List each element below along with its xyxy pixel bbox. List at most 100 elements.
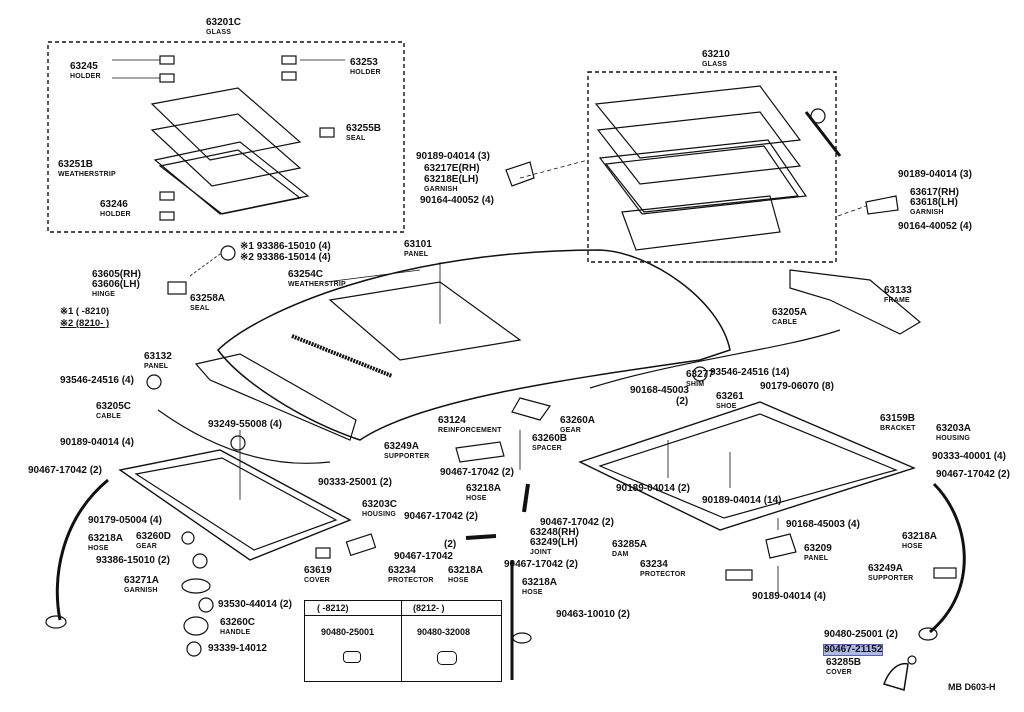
glass-210-box xyxy=(587,71,837,263)
label-qty-2a: (2) xyxy=(676,396,689,407)
label-90333-r: 90333-40001 (4) xyxy=(932,451,1006,462)
label-90179-a: 90179-06070 (8) xyxy=(760,381,834,392)
frame-63133 xyxy=(789,269,922,335)
table-cell-2: 90480-32008 xyxy=(417,627,471,637)
label-63617: 63617(RH) xyxy=(910,187,959,198)
label-90189-tl: 90189-04014 (3) xyxy=(416,151,490,162)
date-table: ( -8212) (8212- ) 90480-25001 90480-3200… xyxy=(304,600,502,682)
panel-63132 xyxy=(194,353,357,441)
label-90189-14: 90189-04014 (14) xyxy=(702,495,782,506)
label-93339: 93339-14012 xyxy=(208,643,267,654)
label-63605: 63605(RH) xyxy=(92,269,141,280)
label-93546-r: 93546-24516 (14) xyxy=(710,367,790,378)
label-90168-r: 90168-45003 (4) xyxy=(786,519,860,530)
housing-frame-left xyxy=(118,449,352,561)
grommet-icon xyxy=(437,651,457,665)
label-63249: 63249(LH)JOINT xyxy=(530,537,578,557)
label-63217e: 63217E(RH) xyxy=(424,163,480,174)
label-90467-b: 90467-17042 xyxy=(394,551,453,562)
hose-right xyxy=(929,482,966,634)
glass-assembly-box xyxy=(47,41,405,233)
label-93530: 93530-44014 (2) xyxy=(218,599,292,610)
label-90164-l: 90164-40052 (4) xyxy=(420,195,494,206)
label-90463: 90463-10010 (2) xyxy=(556,609,630,620)
hose-left xyxy=(55,478,109,621)
label-qty-2b: (2) xyxy=(444,539,457,550)
label-90179-l: 90179-05004 (4) xyxy=(88,515,162,526)
label-63218e: 63218E(LH)GARNISH xyxy=(424,174,479,194)
glass-panel-left xyxy=(150,87,302,161)
label-90480: 90480-25001 (2) xyxy=(824,629,898,640)
label-90189-c: 90189-04014 (2) xyxy=(616,483,690,494)
label-90189-l2: 90189-04014 (4) xyxy=(60,437,134,448)
table-header-1: ( -8212) xyxy=(317,603,349,613)
table-cell-1: 90480-25001 xyxy=(321,627,375,637)
roof-panel xyxy=(217,249,731,441)
label-screw-2: ※2 93386-15014 (4) xyxy=(240,252,331,263)
label-90467-b2: 90467-17042 (2) xyxy=(504,559,578,570)
label-90467-21152-highlighted[interactable]: 90467-21152 xyxy=(822,644,884,656)
glass-panel-right xyxy=(594,85,802,159)
label-90164-r: 90164-40052 (4) xyxy=(898,221,972,232)
label-63248: 63248(RH) xyxy=(530,527,579,538)
label-90467-c2: 90467-17042 (2) xyxy=(404,511,478,522)
label-screw-1: ※1 93386-15010 (4) xyxy=(240,241,331,252)
label-93386: 93386-15010 (2) xyxy=(96,555,170,566)
date-legend: ※1 ( -8210) ※2 (8210- ) xyxy=(60,306,109,330)
legend-line-2: ※2 (8210- ) xyxy=(60,318,110,329)
roof-opening xyxy=(328,281,522,361)
label-90189-4b: 90189-04014 (4) xyxy=(752,591,826,602)
label-90467-l: 90467-17042 (2) xyxy=(28,465,102,476)
label-90467-c: 90467-17042 (2) xyxy=(440,467,514,478)
legend-line-1: ※1 ( -8210) xyxy=(60,306,110,317)
label-63618: 63618(LH)GARNISH xyxy=(910,197,958,217)
label-90189-r: 90189-04014 (3) xyxy=(898,169,972,180)
label-90467-c3: 90467-17042 (2) xyxy=(540,517,614,528)
label-63606: 63606(LH)HINGE xyxy=(92,279,140,299)
label-90333-c: 90333-25001 (2) xyxy=(318,477,392,488)
label-90467-r: 90467-17042 (2) xyxy=(936,469,1010,480)
diagram-code: MB D603-H xyxy=(948,682,996,692)
weatherstrip-left xyxy=(153,141,310,215)
housing-frame-right xyxy=(578,401,917,531)
label-93249: 93249-55008 (4) xyxy=(208,419,282,430)
table-header-2: (8212- ) xyxy=(413,603,445,613)
grommet-icon xyxy=(343,651,361,663)
